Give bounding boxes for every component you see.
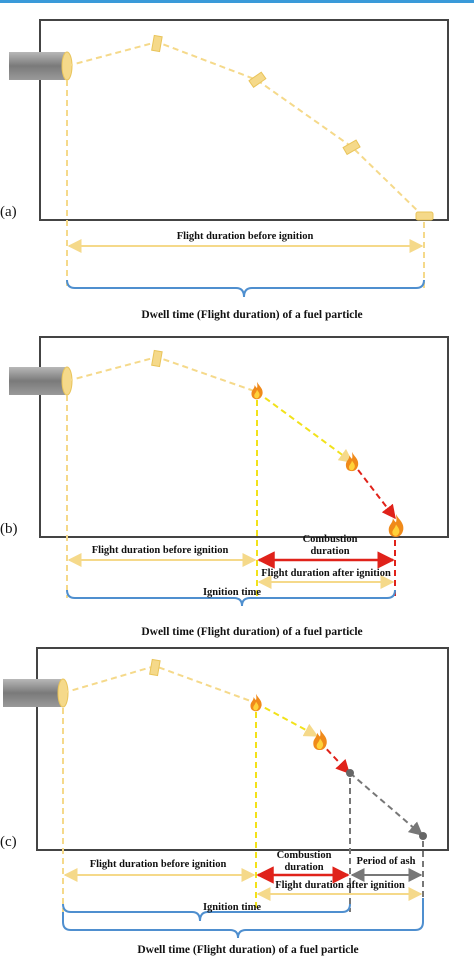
particle-trajectory — [66, 40, 425, 218]
flight-after-label: Flight duration after ignition — [261, 568, 391, 579]
panel-label: (b) — [0, 521, 18, 537]
flame-icon — [388, 514, 404, 537]
particle — [248, 71, 267, 88]
combustion-label: Combustion duration — [302, 534, 358, 557]
ash-particle — [419, 832, 427, 840]
flight-before-label: Flight duration before ignition — [90, 859, 227, 870]
particle — [151, 34, 163, 53]
ash-particle — [346, 769, 354, 777]
combustion-label: Combustion duration — [276, 850, 332, 873]
dwell-label: Dwell time (Flight duration) of a fuel p… — [137, 944, 358, 956]
flight-after-label: Flight duration after ignition — [275, 880, 405, 891]
panel-c: (c) Flight duration before ignition Comb… — [0, 647, 449, 956]
ash-path — [349, 772, 424, 836]
feed-tube — [3, 678, 69, 708]
particle-trajectory — [62, 664, 257, 704]
panel-b: (b) Flight duration before ignition Comb… — [0, 336, 449, 638]
flight-before-label: Flight duration before ignition — [177, 231, 314, 242]
feed-tube — [9, 366, 73, 396]
particle-trajectory — [66, 355, 258, 393]
combustion-label-box: Combustion duration — [276, 850, 332, 873]
panel-label: (a) — [0, 204, 17, 220]
panel-label: (c) — [0, 834, 17, 850]
flame-icon — [251, 381, 263, 400]
panel-a: (a) Flight duration before ignition Dwel… — [0, 19, 449, 321]
ignition-time-label: Ignition time — [203, 902, 261, 913]
particle — [149, 658, 161, 677]
particle — [342, 139, 361, 156]
combustion-path — [319, 741, 350, 775]
particle — [151, 349, 163, 368]
particle-landed — [415, 211, 434, 221]
combustion-path — [351, 461, 396, 520]
ignition-time-label: Ignition time — [203, 587, 261, 598]
chamber-box — [39, 19, 449, 221]
chamber-box — [36, 647, 449, 851]
flame-icon — [345, 451, 359, 472]
dwell-label: Dwell time (Flight duration) of a fuel p… — [141, 626, 362, 638]
ignited-path — [256, 391, 354, 463]
flame-icon — [313, 728, 327, 751]
dwell-label: Dwell time (Flight duration) of a fuel p… — [141, 309, 362, 321]
ignited-path — [255, 702, 319, 737]
dwell-brace — [62, 898, 424, 939]
flight-before-label: Flight duration before ignition — [92, 545, 229, 556]
ash-label: Period of ash — [357, 856, 416, 867]
feed-tube — [9, 51, 73, 81]
combustion-label-box: Combustion duration — [302, 534, 358, 557]
dwell-brace — [66, 279, 425, 298]
chamber-box — [39, 336, 449, 538]
top-rule — [0, 0, 474, 3]
dwell-brace — [66, 589, 396, 607]
ignition-brace — [62, 903, 351, 922]
flame-icon — [250, 693, 262, 712]
